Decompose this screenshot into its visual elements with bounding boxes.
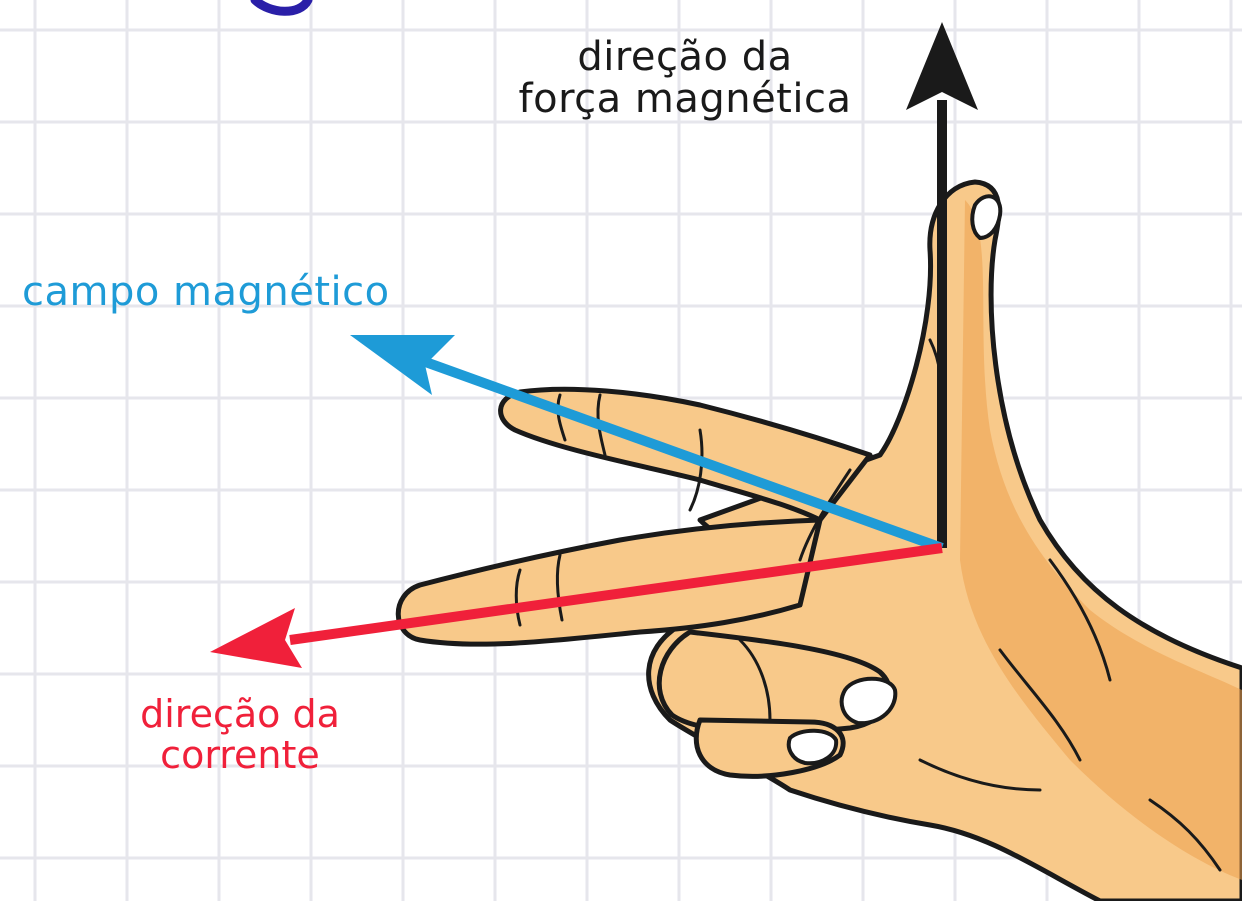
clipped-title-glyph — [250, 0, 313, 16]
current-label-line1: direção da — [140, 692, 340, 736]
field-label: campo magnético — [22, 269, 390, 315]
curled-ring-finger — [656, 629, 893, 735]
ring-nail — [839, 676, 898, 726]
field-arrowhead — [350, 335, 455, 395]
force-label-line2: força magnética — [519, 76, 852, 122]
hand-creases — [514, 338, 1222, 872]
current-arrow-shaft — [289, 543, 943, 645]
current-arrowhead — [210, 608, 302, 668]
force-vector — [906, 22, 978, 548]
field-arrow-shaft — [418, 355, 944, 553]
force-label-line1: direção da — [577, 34, 792, 80]
current-vector — [210, 543, 943, 668]
thumb-nail — [970, 194, 1003, 241]
force-arrowhead — [906, 22, 978, 110]
right-hand-icon — [395, 179, 1242, 901]
thumb-shadow — [960, 200, 1242, 880]
field-vector — [350, 335, 944, 553]
current-label-line2: corrente — [160, 733, 320, 777]
pinky-nail — [786, 728, 839, 766]
